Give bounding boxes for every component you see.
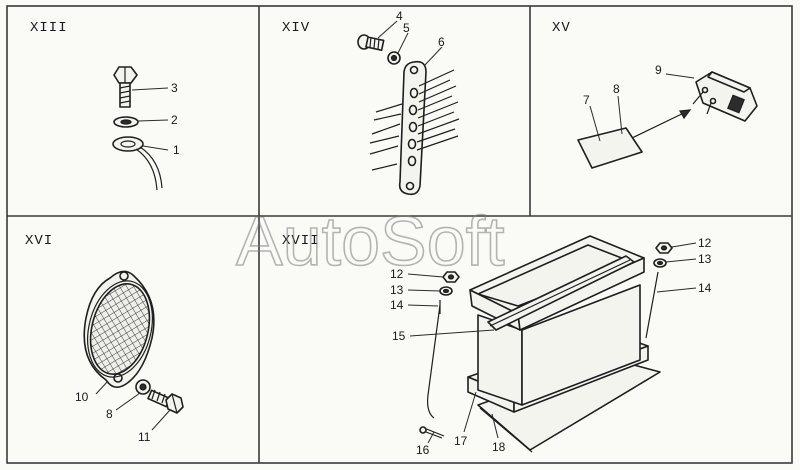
leader-13-right	[665, 258, 697, 263]
leader-8b	[115, 392, 141, 411]
label-1: 1	[173, 143, 180, 157]
label-13-left: 13	[390, 283, 404, 297]
label-8b: 8	[106, 407, 113, 421]
leader-8	[617, 95, 623, 135]
leader-18	[491, 413, 499, 439]
label-5: 5	[403, 21, 410, 35]
assembly-arrow	[631, 109, 691, 139]
reflector-10	[83, 270, 155, 388]
label-6: 6	[438, 35, 445, 49]
bolt-3	[113, 66, 138, 108]
label-15: 15	[392, 329, 406, 343]
washer-5	[387, 51, 401, 65]
assembly-arrowhead	[679, 109, 692, 120]
rod-14-left	[427, 300, 441, 419]
leader-1	[142, 145, 169, 151]
screw-4	[357, 34, 385, 52]
label-8: 8	[613, 82, 620, 96]
label-10: 10	[75, 390, 89, 404]
panel-xv: XV 9 7 8	[552, 20, 758, 169]
panel-xvii: XVII	[282, 233, 712, 457]
leader-11	[151, 409, 171, 431]
battery-box	[469, 235, 645, 406]
panel-title-xvi: XVI	[25, 233, 53, 249]
leader-14-left	[407, 304, 439, 307]
label-14-left: 14	[390, 298, 404, 312]
washer-2	[113, 116, 139, 128]
leader-2	[137, 119, 169, 122]
clamp-bar-15	[487, 255, 635, 331]
bolt-11	[147, 389, 184, 414]
panel-xiii: XIII 3 2 1	[30, 20, 180, 191]
leader-5	[397, 32, 409, 54]
panel-title-xiii: XIII	[30, 20, 68, 36]
leader-14-right	[656, 287, 697, 293]
terminal-lug-1	[112, 136, 163, 191]
leader-17	[463, 391, 477, 433]
label-18: 18	[492, 440, 506, 454]
panel-xiv: XIV	[282, 9, 460, 196]
panel-xvi: XVI 10 8	[25, 233, 184, 444]
panel-title-xv: XV	[552, 20, 571, 36]
leader-9	[665, 73, 695, 79]
fuse-block-6	[369, 60, 460, 196]
leader-3	[131, 87, 169, 91]
rod-14-right	[645, 271, 659, 339]
leader-16	[427, 431, 435, 444]
nut-12-left	[442, 271, 460, 283]
leader-10	[95, 380, 109, 395]
label-7: 7	[583, 93, 590, 107]
fuse-holder-9	[692, 71, 758, 122]
washer-13-left	[439, 286, 453, 296]
label-16: 16	[416, 443, 430, 457]
watermark: AutoSoft	[236, 202, 505, 280]
label-17: 17	[454, 434, 468, 448]
washer-13-right	[653, 258, 667, 268]
panel-title-xiv: XIV	[282, 20, 310, 36]
label-14-right: 14	[698, 281, 712, 295]
label-3: 3	[171, 81, 178, 95]
leader-6	[423, 46, 443, 67]
washer-8-xvi	[135, 379, 151, 395]
label-12-left: 12	[390, 267, 404, 281]
mounting-plate-outline	[577, 127, 643, 169]
leader-12-right	[671, 242, 697, 248]
leader-7	[589, 105, 601, 142]
label-11: 11	[138, 430, 151, 444]
diagram-frame	[6, 5, 793, 464]
leader-13-left	[407, 289, 441, 292]
leader-4	[377, 20, 398, 39]
leader-12-left	[407, 273, 444, 278]
label-4: 4	[396, 9, 403, 23]
label-13-right: 13	[698, 252, 712, 266]
label-2: 2	[171, 113, 178, 127]
label-9: 9	[655, 63, 662, 77]
leader-15	[409, 329, 495, 337]
nut-12-right	[655, 242, 673, 254]
label-12-right: 12	[698, 236, 712, 250]
panel-title-xvii: XVII	[282, 233, 320, 249]
